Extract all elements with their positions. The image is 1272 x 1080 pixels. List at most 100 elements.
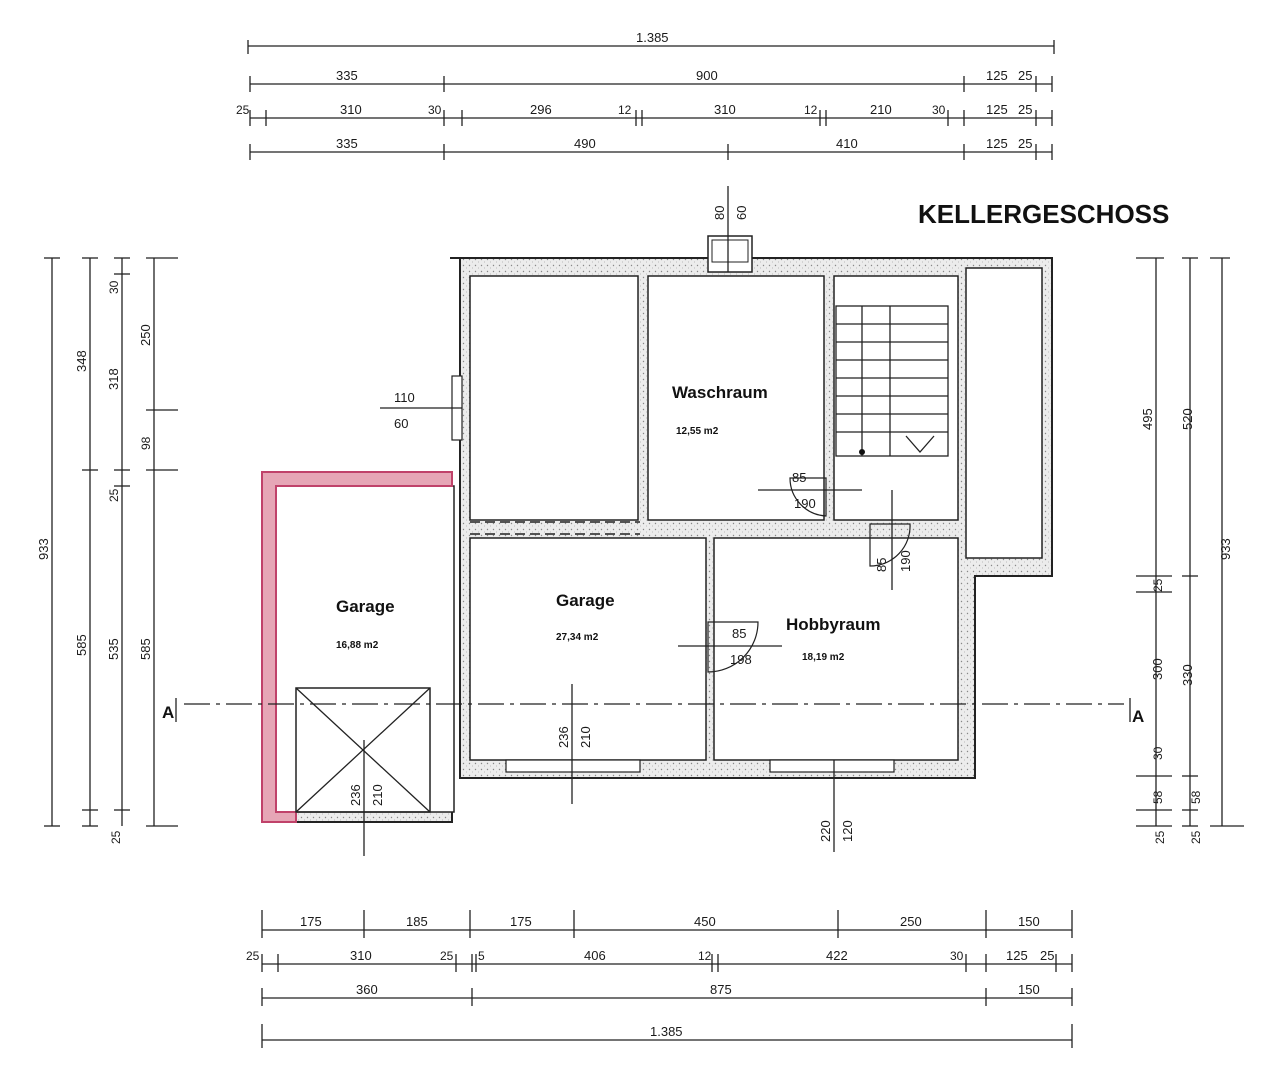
- bottom-dim-r2-3: 25: [440, 949, 454, 963]
- room-hobbyraum-area: 18,19 m2: [802, 652, 845, 663]
- left-dim-c3-b: 318: [106, 368, 121, 390]
- top-dim-r2-c: 125: [986, 68, 1008, 83]
- bottom-dim-r2-2: 310: [350, 948, 372, 963]
- section-mark-right: A: [1132, 707, 1144, 726]
- building-walls: [261, 235, 1053, 823]
- bottom-dim-r3-1: 360: [356, 982, 378, 997]
- top-dimensions: 1.385 335 900 125 25 25 310 30 296 12 31…: [236, 30, 1055, 160]
- garage-gate: [295, 687, 431, 813]
- right-dim-c1-b: 25: [1151, 578, 1165, 592]
- top-dim-r4-a: 335: [336, 136, 358, 151]
- opening-labels: 80 60 110 60 85 190 85 190 85 198 236 21…: [348, 186, 913, 856]
- bottom-dimensions: 175 185 175 450 250 150 25 310 25 5 406 …: [246, 910, 1073, 1048]
- top-dim-r3-10: 125: [986, 102, 1008, 117]
- chimney-label-b: 60: [734, 206, 749, 220]
- right-dim-c2-d: 25: [1189, 830, 1203, 844]
- top-dim-r2-b: 900: [696, 68, 718, 83]
- window-left-label-b: 60: [394, 416, 408, 431]
- top-dim-r3-2: 310: [340, 102, 362, 117]
- bottom-dim-r1-3: 175: [510, 914, 532, 929]
- left-dim-c3-a: 30: [107, 280, 121, 294]
- bottom-dim-r2-7: 422: [826, 948, 848, 963]
- bottom-dim-r3-2: 875: [710, 982, 732, 997]
- room-waschraum-name: Waschraum: [672, 383, 768, 402]
- top-dim-r4-c: 410: [836, 136, 858, 151]
- window-left-label-a: 110: [394, 390, 415, 405]
- top-dim-r3-1: 25: [236, 103, 250, 117]
- bottom-dim-r2-9: 125: [1006, 948, 1028, 963]
- right-dim-c1-a: 495: [1140, 408, 1155, 430]
- left-dim-c2-a: 348: [74, 350, 89, 372]
- top-dim-r3-3: 30: [428, 103, 442, 117]
- right-dim-c2-c: 58: [1189, 790, 1203, 804]
- door-stair-label-a: 85: [874, 558, 889, 572]
- room-waschraum-area: 12,55 m2: [676, 426, 719, 437]
- room-garage-left-area: 16,88 m2: [336, 640, 379, 651]
- right-dim-c1-e: 58: [1151, 790, 1165, 804]
- gate-left-label-a: 236: [348, 784, 363, 806]
- door-wasch-label-a: 85: [792, 470, 806, 485]
- plan-title: KELLERGESCHOSS: [918, 199, 1169, 229]
- door-swings: [707, 477, 911, 673]
- top-dim-r4-d: 125: [986, 136, 1008, 151]
- room-garage-mid-area: 27,34 m2: [556, 632, 599, 643]
- bottom-dim-r1-6: 150: [1018, 914, 1040, 929]
- door-stair-label-b: 190: [898, 550, 913, 572]
- bottom-dim-r2-5: 406: [584, 948, 606, 963]
- top-dim-r2-d: 25: [1018, 68, 1032, 83]
- gate-mid-label-a: 236: [556, 726, 571, 748]
- left-dim-c2-c: 25: [109, 830, 123, 844]
- bottom-dim-r4-total: 1.385: [650, 1024, 683, 1039]
- left-dim-c1-total: 933: [36, 538, 51, 560]
- top-dim-r3-8: 210: [870, 102, 892, 117]
- right-dimensions: 495 25 300 30 58 25 520 330 58 25 933: [1136, 257, 1244, 844]
- door-garage-label-b: 198: [730, 652, 752, 667]
- door-wasch-label-b: 190: [794, 496, 816, 511]
- top-dim-r3-4: 296: [530, 102, 552, 117]
- bottom-dim-r2-6: 12: [698, 949, 712, 963]
- right-dim-c1-f: 25: [1153, 830, 1167, 844]
- window-bottom-label-b: 120: [840, 820, 855, 842]
- bottom-dim-r2-4: 5: [478, 949, 485, 963]
- top-dim-r4-b: 490: [574, 136, 596, 151]
- room-garage-left-name: Garage: [336, 597, 395, 616]
- gate-mid-label-b: 210: [578, 726, 593, 748]
- bottom-dim-r1-5: 250: [900, 914, 922, 929]
- window-bottom-label-a: 220: [818, 820, 833, 842]
- right-dim-c2-a: 520: [1180, 408, 1195, 430]
- bottom-dim-r1-1: 175: [300, 914, 322, 929]
- bottom-dim-r2-10: 25: [1040, 948, 1054, 963]
- gate-left-label-b: 210: [370, 784, 385, 806]
- bottom-dim-r3-3: 150: [1018, 982, 1040, 997]
- left-dim-c4-a: 250: [138, 324, 153, 346]
- left-dim-c4-c: 585: [138, 638, 153, 660]
- right-dim-c2-b: 330: [1180, 664, 1195, 686]
- room-hobbyraum-name: Hobbyraum: [786, 615, 880, 634]
- right-dim-c1-d: 30: [1151, 746, 1165, 760]
- left-dim-c2-b: 585: [74, 634, 89, 656]
- bottom-dim-r1-4: 450: [694, 914, 716, 929]
- bottom-dim-r2-1: 25: [246, 949, 260, 963]
- top-dim-r3-11: 25: [1018, 102, 1032, 117]
- bottom-dim-r2-8: 30: [950, 949, 964, 963]
- top-dim-r3-6: 310: [714, 102, 736, 117]
- room-garage-mid-name: Garage: [556, 591, 615, 610]
- left-dim-c3-c: 25: [107, 488, 121, 502]
- chimney-label-a: 80: [712, 206, 727, 220]
- top-dim-r4-e: 25: [1018, 136, 1032, 151]
- top-dim-r3-9: 30: [932, 103, 946, 117]
- left-dim-c4-b: 98: [139, 436, 153, 450]
- bottom-dim-r1-2: 185: [406, 914, 428, 929]
- top-dim-r3-5: 12: [618, 103, 632, 117]
- top-dim-r1-total: 1.385: [636, 30, 669, 45]
- right-dim-c1-c: 300: [1150, 658, 1165, 680]
- staircase: [835, 305, 949, 457]
- section-mark-left: A: [162, 703, 174, 722]
- left-dim-c3-d: 535: [106, 638, 121, 660]
- right-dim-c3-total: 933: [1218, 538, 1233, 560]
- left-dimensions: 933 348 585 25 30 318 25 535 250 98 585: [36, 257, 178, 844]
- top-dim-r3-7: 12: [804, 103, 818, 117]
- door-garage-label-a: 85: [732, 626, 746, 641]
- top-dim-r2-a: 335: [336, 68, 358, 83]
